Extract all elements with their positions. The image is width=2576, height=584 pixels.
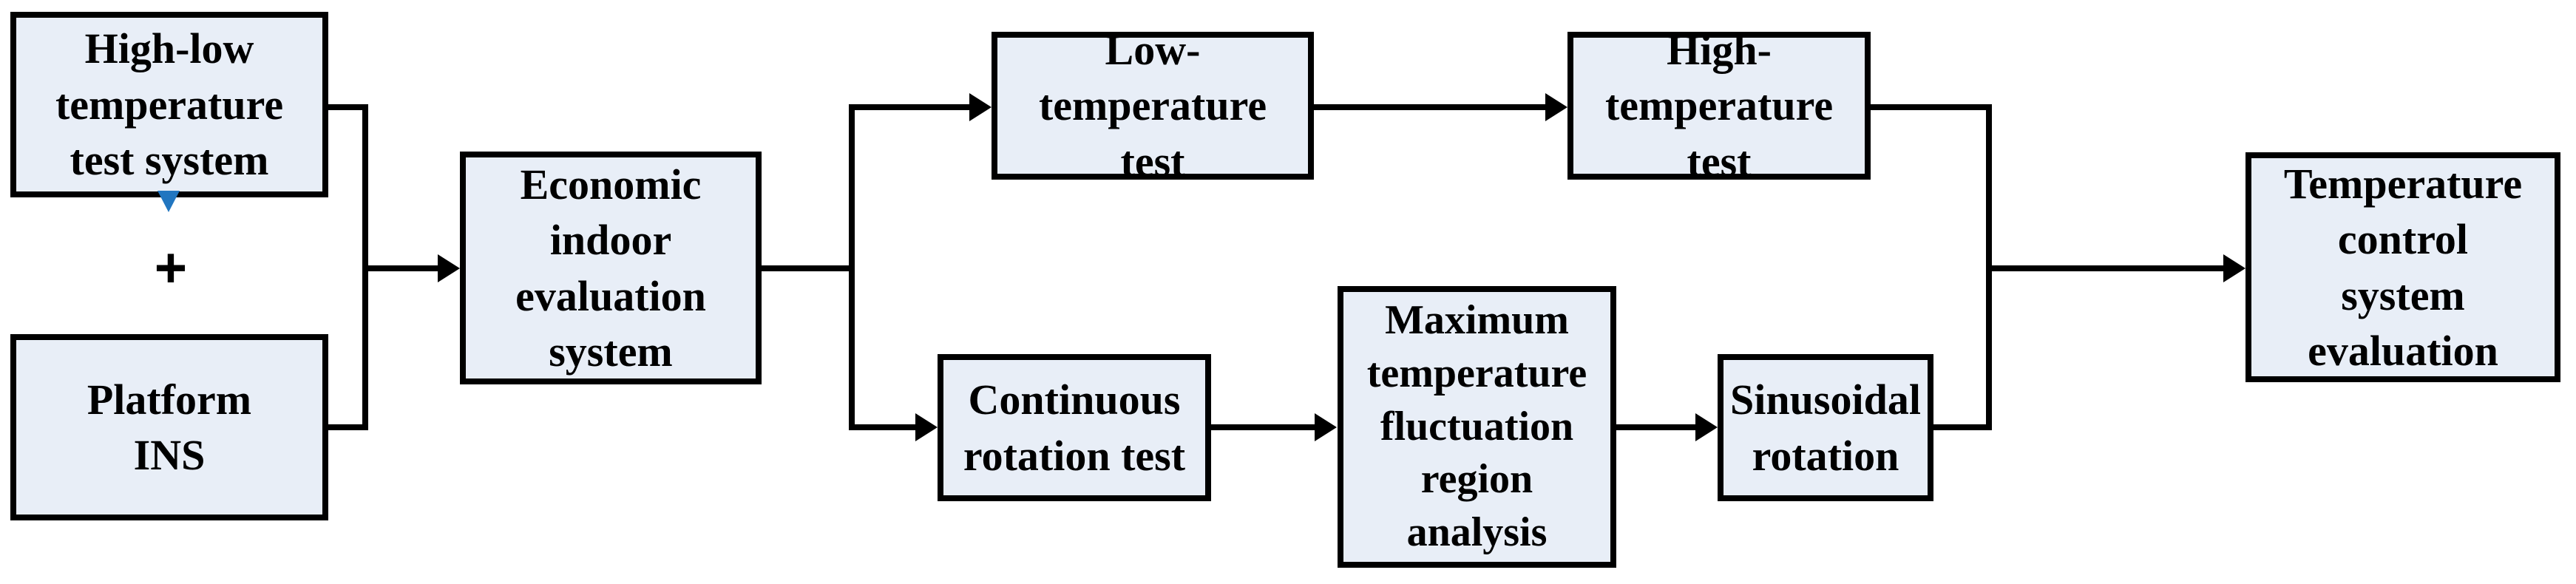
connector-to-low-temperature <box>849 104 971 110</box>
arrow-right-icon <box>1315 413 1337 441</box>
arrow-right-icon <box>915 413 938 441</box>
connector-to-economic <box>362 265 439 271</box>
flow-box-platform-ins: Platform INS <box>10 334 328 520</box>
connector-to-continuous-rotation <box>849 424 917 430</box>
flow-box-temperature-control-system-evaluation: Temperature control system evaluation <box>2245 152 2560 382</box>
connector-to-temperature-control <box>1986 265 2225 271</box>
flow-box-sinusoidal-rotation: Sinusoidal rotation <box>1718 354 1933 501</box>
flow-box-economic-indoor-evaluation-system: Economic indoor evaluation system <box>460 152 762 384</box>
arrow-right-icon <box>969 93 992 121</box>
connector-continuous-to-maximum <box>1211 424 1316 430</box>
flow-box-high-temperature-test: High-temperature test <box>1567 26 1871 186</box>
connector-economic-out <box>762 265 855 271</box>
flow-box-maximum-temperature-fluctuation-region-analysis: Maximum temperature fluctuation region a… <box>1338 286 1616 568</box>
connector-low-to-high <box>1314 104 1547 110</box>
arrow-right-icon <box>438 254 460 282</box>
connector-sinusoidal-out <box>1933 424 1992 430</box>
flow-box-continuous-rotation-test: Continuous rotation test <box>938 354 1211 501</box>
connector-maximum-to-sinusoidal <box>1616 424 1697 430</box>
arrow-right-icon <box>2223 254 2245 282</box>
connector-platform-out <box>328 424 368 430</box>
connector-hightemp-out <box>1871 104 1992 110</box>
flow-box-low-temperature-test: Low-temperature test <box>992 26 1314 186</box>
connector-branch-vertical <box>849 104 855 430</box>
arrow-right-icon <box>1545 93 1567 121</box>
flow-box-high-low-temperature-test-system: High-low temperature test system <box>10 12 328 197</box>
connector-highlow-out <box>328 104 368 110</box>
plus-sign: + <box>154 236 188 299</box>
arrow-right-icon <box>1695 413 1718 441</box>
blue-down-arrow-icon <box>157 191 180 212</box>
